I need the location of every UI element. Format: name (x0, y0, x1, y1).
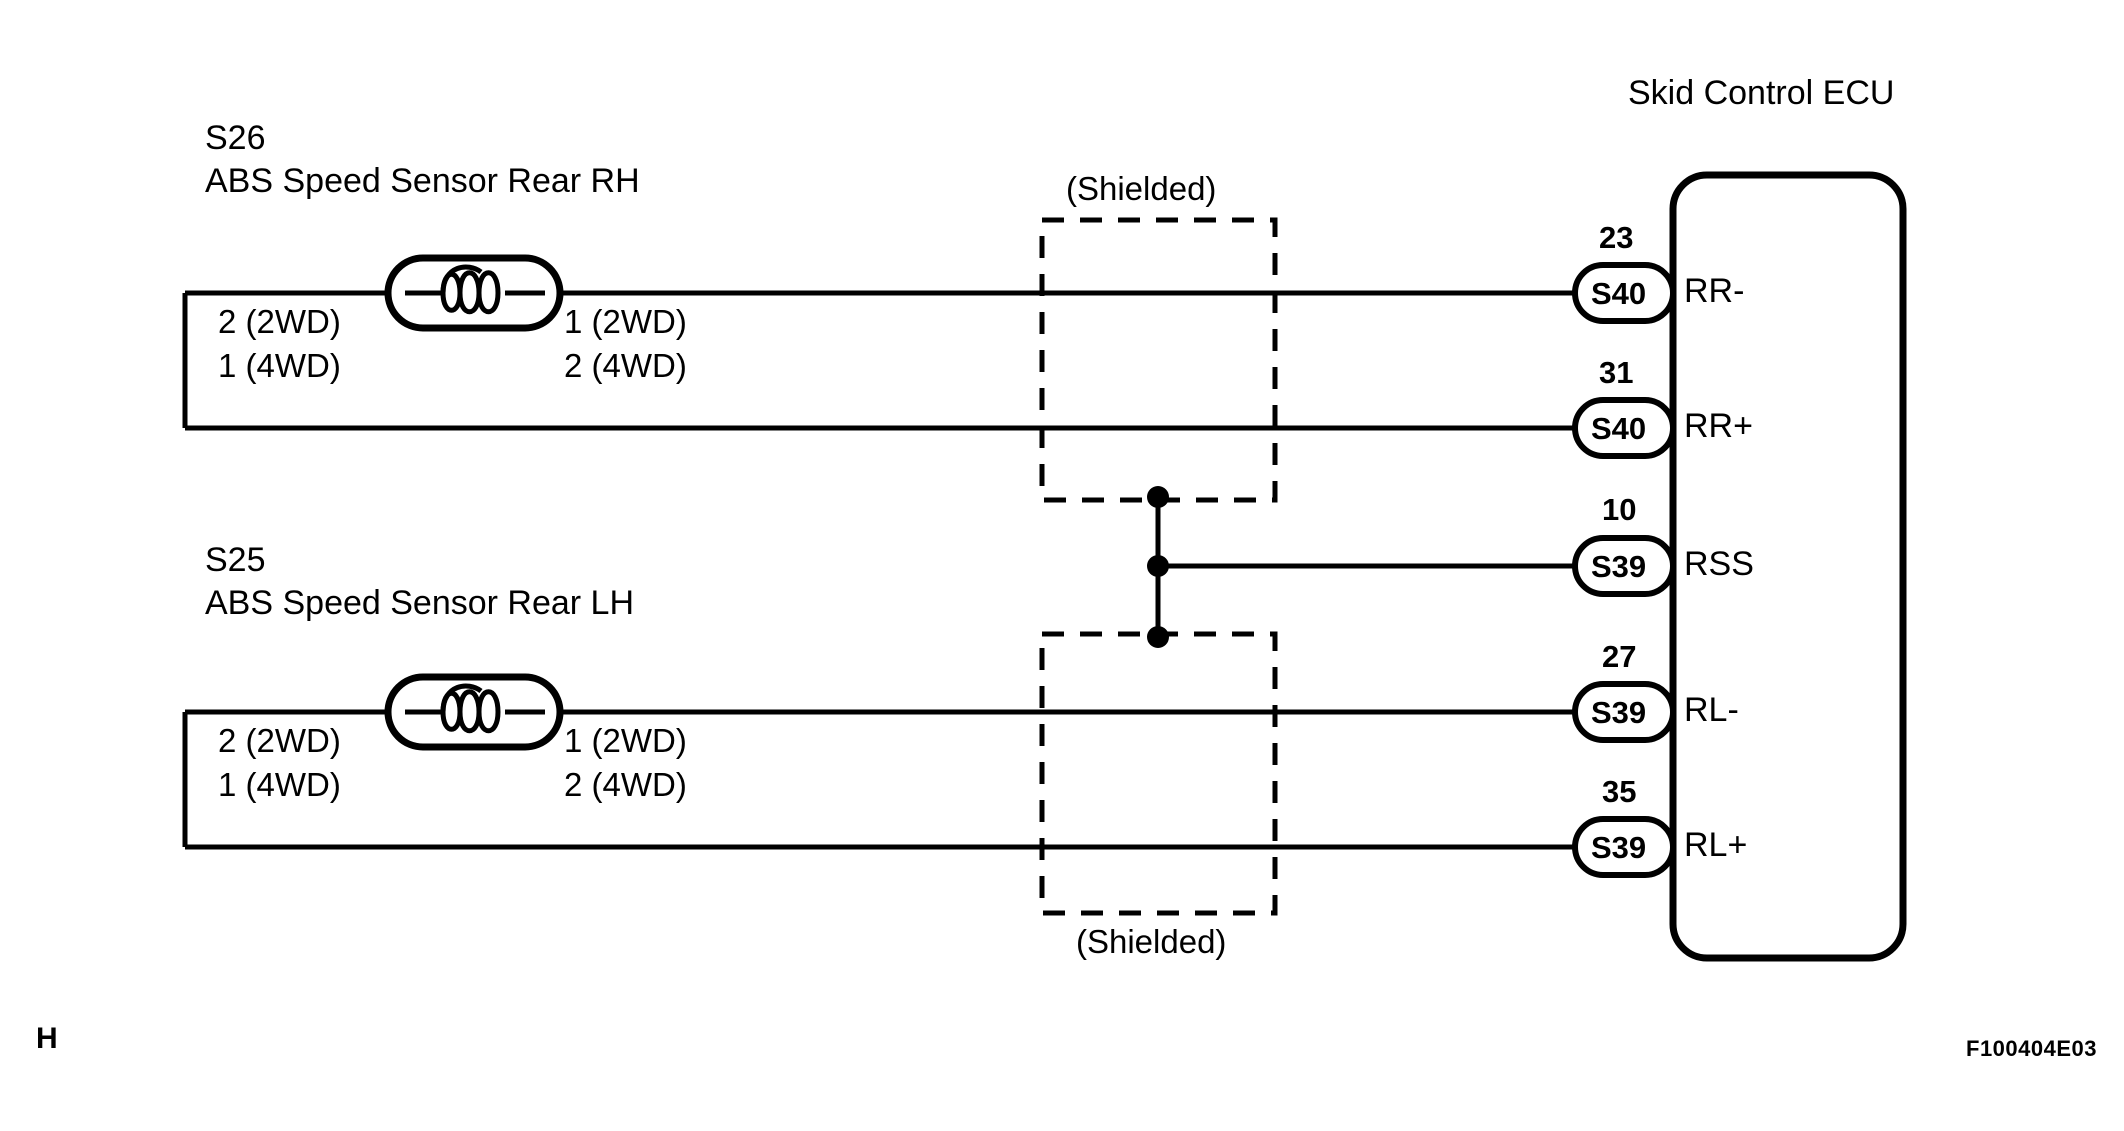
ecu-connector-code-3: S39 (1591, 695, 1647, 730)
ecu-pin-number-0: 23 (1599, 220, 1634, 255)
ecu-connector-code-2: S39 (1591, 549, 1647, 584)
ecu-pin-number-1: 31 (1599, 355, 1634, 390)
ecu-title: Skid Control ECU (1628, 74, 1895, 112)
sensor-s25-id: S25 (205, 541, 266, 579)
connector-oval-pin-31 (1572, 397, 1676, 459)
s25-sensor-symbol-icon (384, 673, 564, 751)
sensor-s26-right-pin-upper: 1 (2WD) (564, 303, 687, 340)
sensor-s25-left-pin-lower: 1 (4WD) (218, 766, 341, 803)
ecu-connector-code-1: S40 (1591, 411, 1647, 446)
ecu-signal-name-1: RR+ (1684, 407, 1753, 445)
junction-dot-upper-shield (1147, 486, 1169, 508)
junction-dot-rss (1147, 555, 1169, 577)
sensor-s25-left-pin-upper: 2 (2WD) (218, 722, 341, 759)
page-corner-mark: H (36, 1022, 58, 1055)
ecu-connector-ovals (1572, 262, 1676, 878)
ecu-pin-number-2: 10 (1602, 492, 1637, 527)
connector-oval-pin-27 (1572, 681, 1676, 743)
ecu-signal-name-4: RL+ (1684, 826, 1748, 864)
ecu-connector-code-0: S40 (1591, 276, 1647, 311)
ecu-pin-number-3: 27 (1602, 639, 1637, 674)
sensor-s26-right-pin-lower: 2 (4WD) (564, 347, 687, 384)
ecu-signal-name-2: RSS (1684, 545, 1754, 583)
figure-code: F100404E03 (1966, 1036, 2097, 1061)
connector-oval-pin-23 (1572, 262, 1676, 324)
s26-sensor-symbol-icon (384, 254, 564, 332)
sensor-s25-right-pin-upper: 1 (2WD) (564, 722, 687, 759)
sensor-s26-left-pin-lower: 1 (4WD) (218, 347, 341, 384)
sensor-s25-right-pin-lower: 2 (4WD) (564, 766, 687, 803)
connector-oval-pin-10 (1572, 535, 1676, 597)
sensor-s26-left-pin-upper: 2 (2WD) (218, 303, 341, 340)
ecu-signal-name-3: RL- (1684, 691, 1739, 729)
shield-label-lower: (Shielded) (1076, 923, 1227, 960)
sensor-s25-name: ABS Speed Sensor Rear LH (205, 584, 635, 622)
ecu-connector-code-4: S39 (1591, 830, 1647, 865)
ecu-signal-name-0: RR- (1684, 272, 1745, 310)
ecu-pin-number-4: 35 (1602, 774, 1637, 809)
shield-box-upper (1039, 217, 1278, 503)
sensor-s26-id: S26 (205, 119, 266, 157)
junction-dot-lower-shield (1147, 626, 1169, 648)
sensor-s26-name: ABS Speed Sensor Rear RH (205, 162, 640, 200)
connector-oval-pin-35 (1572, 816, 1676, 878)
shield-label-upper: (Shielded) (1066, 170, 1217, 207)
shield-box-lower (1039, 631, 1278, 916)
